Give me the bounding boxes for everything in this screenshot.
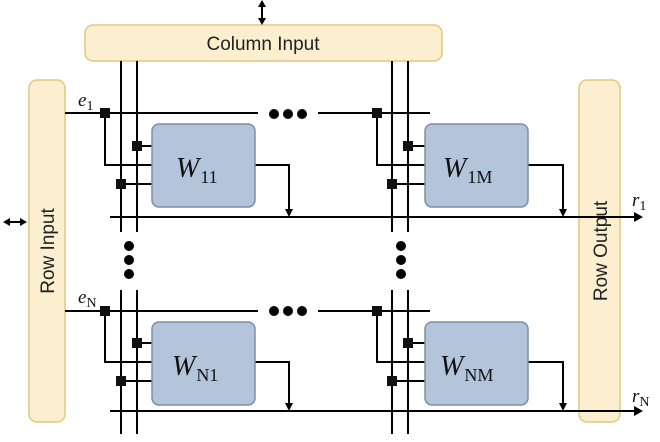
row-output-block: Row Output bbox=[578, 79, 621, 423]
row-n-wires bbox=[65, 306, 643, 416]
horizontal-ellipsis-top bbox=[269, 109, 307, 119]
weight-cell-w1m: W1M bbox=[424, 123, 529, 208]
row-1-wires bbox=[65, 108, 643, 222]
column-input-bidirectional-arrow bbox=[258, 0, 266, 25]
output-label-r1: r1 bbox=[632, 190, 646, 214]
svg-text:W1M: W1M bbox=[443, 153, 492, 187]
vertical-ellipsis-right bbox=[396, 241, 406, 279]
weight-cell-wnm: WNM bbox=[424, 321, 529, 406]
svg-text:WNM: WNM bbox=[440, 351, 493, 385]
column-input-block: Column Input bbox=[84, 24, 443, 62]
row-input-label: Row Input bbox=[38, 208, 59, 294]
output-label-rn: rN bbox=[632, 386, 650, 410]
svg-text:WN1: WN1 bbox=[172, 351, 218, 385]
row-input-block: Row Input bbox=[28, 79, 66, 423]
column-input-label: Column Input bbox=[206, 34, 320, 55]
input-label-e1: e1 bbox=[78, 90, 93, 114]
weight-cell-w11: W11 bbox=[151, 123, 256, 208]
row-input-bidirectional-arrow bbox=[3, 218, 27, 226]
horizontal-ellipsis-bottom bbox=[269, 306, 307, 316]
vertical-ellipsis-left bbox=[124, 241, 134, 279]
row-output-label: Row Output bbox=[591, 200, 612, 301]
input-label-en: eN bbox=[78, 287, 97, 311]
weight-cell-wn1: WN1 bbox=[151, 321, 256, 406]
svg-text:W11: W11 bbox=[176, 153, 218, 187]
